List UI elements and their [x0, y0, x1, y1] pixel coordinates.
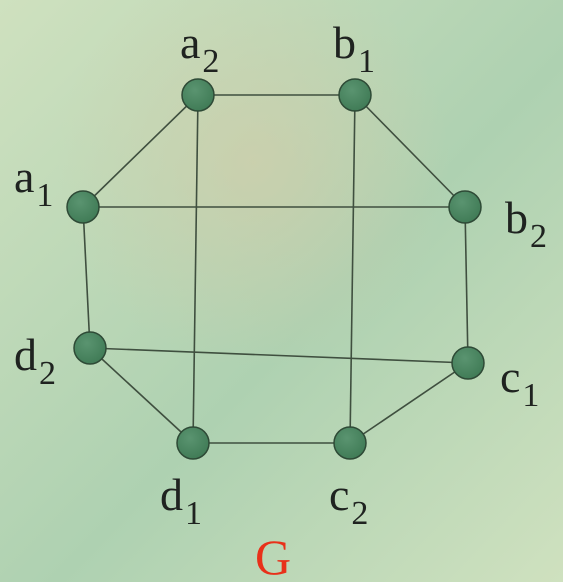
vertex-label-subscript: 2	[202, 43, 219, 80]
vertex-label-subscript: 2	[39, 355, 56, 392]
edge-b2-c1	[464, 206, 469, 364]
edge-d1-d2	[89, 347, 194, 444]
vertex-label-d1: d1	[160, 469, 202, 532]
vertex-label-subscript: 2	[530, 218, 547, 255]
vertex-label-a2: a2	[180, 17, 219, 80]
vertex-d2	[73, 331, 107, 365]
vertex-label-b1: b1	[333, 17, 375, 80]
vertex-label-subscript: 1	[36, 177, 53, 214]
vertex-c2	[333, 426, 367, 460]
vertex-label-c2: c2	[329, 469, 368, 532]
vertices	[66, 78, 485, 460]
edge-c1-c2	[349, 362, 469, 444]
vertex-label-letter: c	[329, 469, 349, 520]
vertex-a2	[181, 78, 215, 112]
vertex-c1	[451, 346, 485, 380]
vertex-label-subscript: 1	[185, 495, 202, 532]
vertex-label-c1: c1	[500, 351, 539, 414]
edge-b1-c2	[349, 94, 356, 444]
vertex-label-d2: d2	[14, 329, 56, 392]
vertex-label-letter: c	[500, 351, 520, 402]
edges	[82, 94, 469, 444]
vertex-label-subscript: 1	[522, 377, 539, 414]
vertex-label-letter: d	[160, 469, 183, 520]
edge-d2-c1	[89, 347, 469, 364]
vertex-label-subscript: 2	[351, 495, 368, 532]
vertex-label-letter: a	[14, 151, 34, 202]
vertex-label-a1: a1	[14, 151, 53, 214]
edge-a1-a2	[82, 94, 199, 208]
vertex-label-b2: b2	[505, 192, 547, 255]
vertex-label-letter: d	[14, 329, 37, 380]
vertex-label-subscript: 1	[358, 43, 375, 80]
vertex-label-letter: b	[333, 17, 356, 68]
vertex-b1	[338, 78, 372, 112]
vertex-label-letter: a	[180, 17, 200, 68]
edge-a2-d1	[192, 94, 199, 444]
graph-name-label: G	[255, 529, 291, 582]
vertex-b2	[448, 190, 482, 224]
vertex-d1	[176, 426, 210, 460]
vertex-label-letter: b	[505, 192, 528, 243]
vertex-a1	[66, 190, 100, 224]
edge-b1-b2	[354, 94, 466, 208]
edge-d2-a1	[82, 206, 91, 349]
